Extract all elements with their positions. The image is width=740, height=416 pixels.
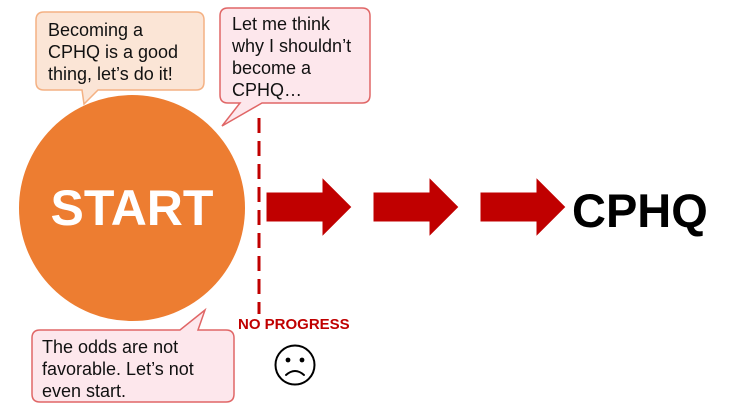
start-circle <box>17 93 247 323</box>
motivation-line: CPHQ is a good <box>48 42 179 62</box>
motivation-line: thing, let’s do it! <box>48 64 173 84</box>
hesitation-bubble-text: Let me think why I shouldn’t become a CP… <box>232 13 351 101</box>
hesitation-bubble <box>219 7 371 127</box>
motivation-line: Becoming a <box>48 20 144 40</box>
hesitation-line: why I shouldn’t <box>232 36 352 56</box>
discouragement-line: The odds are not <box>42 337 179 357</box>
discouragement-bubble-text: The odds are not favorable. Let’s not ev… <box>42 336 194 402</box>
goal-label: CPHQ <box>572 184 708 237</box>
discouragement-line: even start. <box>42 381 127 401</box>
hesitation-line: CPHQ… <box>232 80 303 100</box>
motivation-bubble <box>35 11 205 106</box>
discouragement-line: favorable. Let’s not <box>42 359 194 379</box>
hesitation-line: become a <box>232 58 312 78</box>
arrow-3 <box>479 175 567 239</box>
arrow-1 <box>265 175 353 239</box>
no-progress-label: NO PROGRESS <box>238 316 350 333</box>
motivation-bubble-text: Becoming a CPHQ is a good thing, let’s d… <box>48 19 178 85</box>
start-label: START <box>50 180 214 236</box>
sad-face-icon <box>274 344 316 386</box>
arrow-2 <box>372 175 460 239</box>
discouragement-bubble <box>31 307 235 403</box>
hesitation-line: Let me think <box>232 14 331 34</box>
